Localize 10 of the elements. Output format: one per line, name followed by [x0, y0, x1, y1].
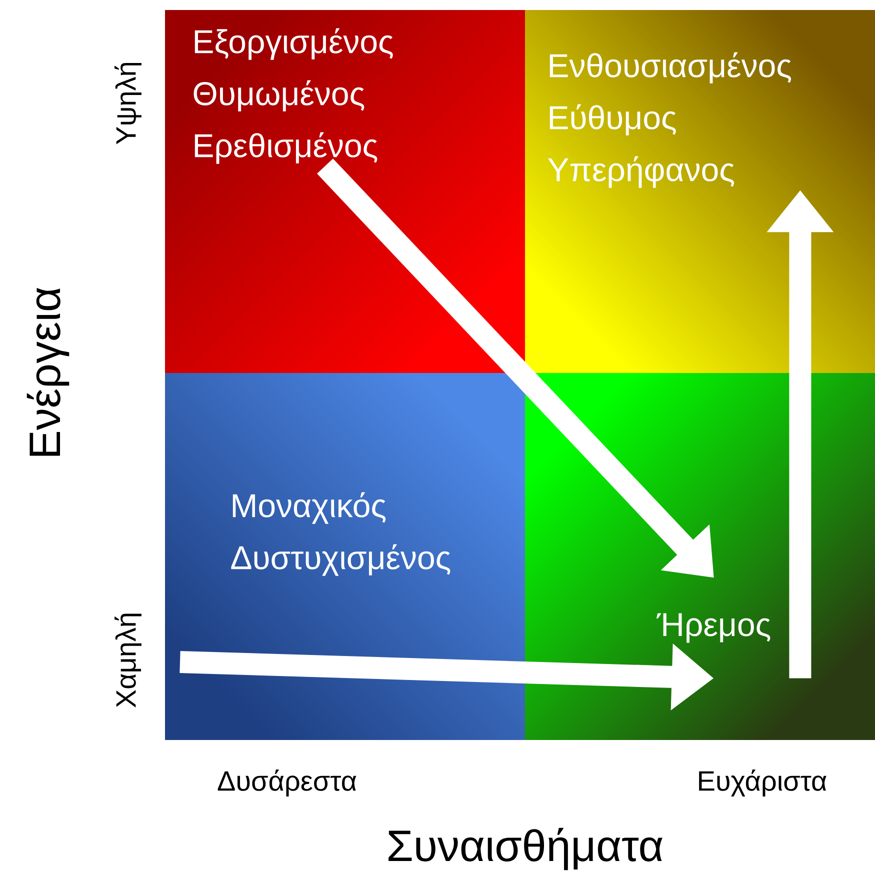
axis-title: Ενέργεια: [26, 288, 70, 456]
emotion-label: Ήρεμος: [656, 613, 770, 643]
axis-title: Συναισθήματα: [388, 828, 662, 870]
axis-level-label: Χαμηλή: [114, 614, 142, 708]
emotion-label: Μοναχικός Δυστυχισμένος: [231, 492, 450, 576]
axis-level-label: Υψηλή: [114, 62, 142, 144]
axis-level-label: Ευχάριστα: [699, 770, 826, 796]
emotion-label: Εξοργισμένος Θυμωμένος Ερεθισμένος: [194, 28, 393, 164]
axis-level-label: Δυσάρεστα: [218, 770, 356, 796]
emotion-label: Ενθουσιασμένος Εύθυμος Υπερήφανος: [548, 52, 792, 188]
